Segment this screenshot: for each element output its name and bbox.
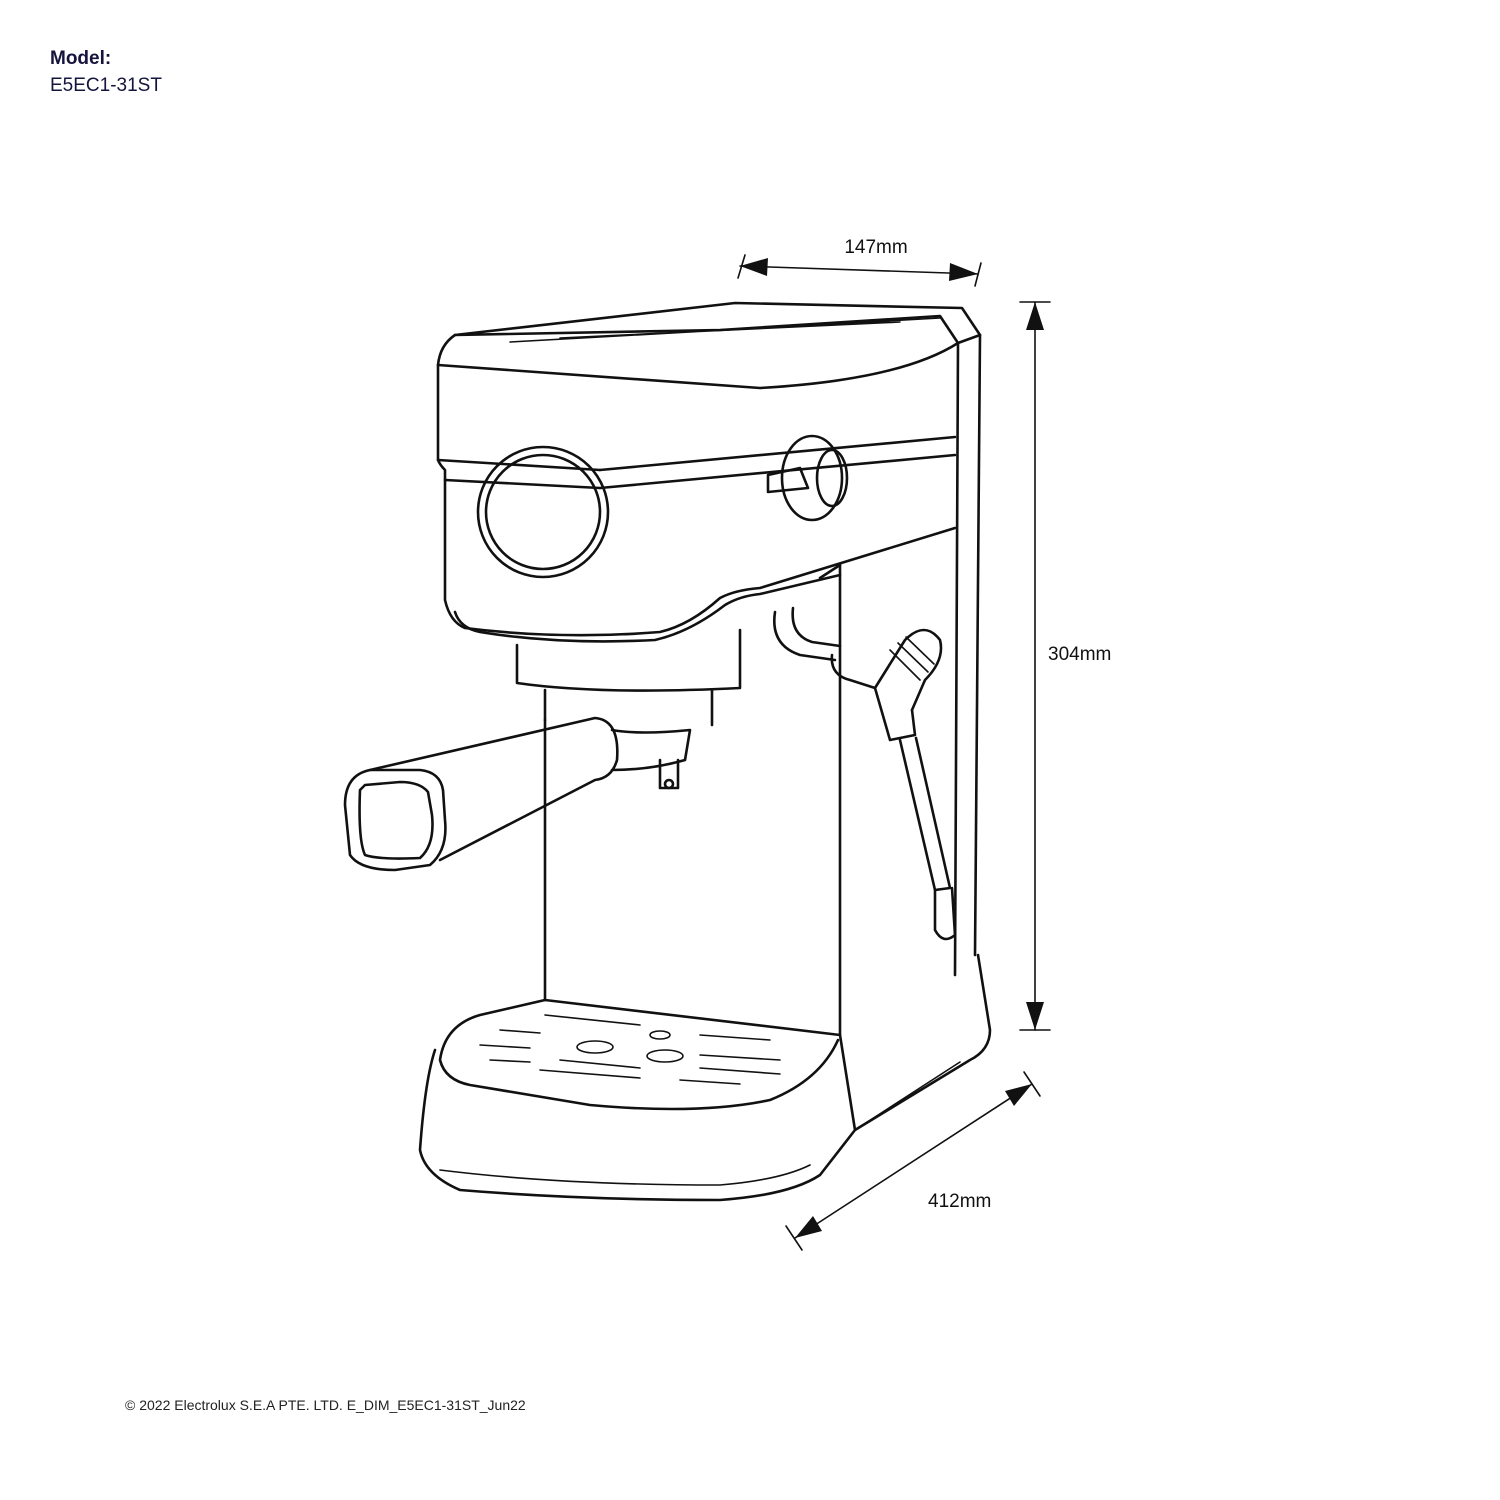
machine-outline — [343, 301, 992, 1202]
model-label: Model: — [50, 48, 112, 69]
height-label: 304mm — [1048, 644, 1111, 665]
portafilter-icon — [343, 716, 692, 872]
width-label: 147mm — [844, 237, 907, 258]
steam-knob-icon — [766, 434, 849, 522]
steam-wand-icon — [772, 606, 957, 941]
depth-dimension: 412mm — [785, 1071, 1041, 1251]
height-dimension: 304mm — [1019, 301, 1111, 1031]
copyright-footer: © 2022 Electrolux S.E.A PTE. LTD. E_DIM_… — [125, 1397, 526, 1413]
drip-tray-icon — [479, 1014, 781, 1085]
depth-label: 412mm — [928, 1191, 991, 1212]
model-number: E5EC1-31ST — [50, 75, 162, 96]
dial-icon — [476, 445, 610, 579]
width-dimension: 147mm — [737, 237, 982, 287]
